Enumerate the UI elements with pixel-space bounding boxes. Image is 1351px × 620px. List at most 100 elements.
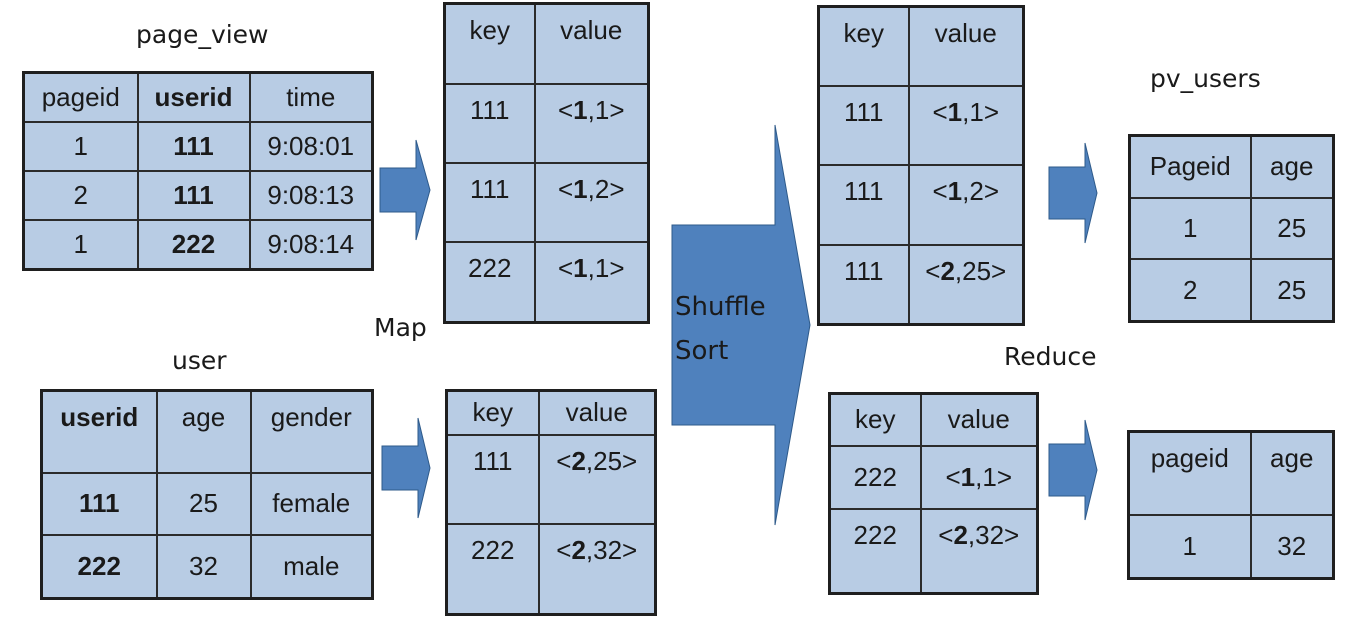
table-cell: male: [249, 534, 374, 600]
value-prefix: <: [557, 173, 574, 204]
value-suffix: ,25>: [954, 255, 1007, 286]
table-row: 1 32: [1127, 513, 1335, 580]
map-output-table-1: key value 111 <1,1> 111 <1,2> 222 <1,1>: [443, 2, 650, 324]
shuffle-output-table-2: key value 222 <1,1> 222 <2,32>: [828, 392, 1039, 595]
table-header-row: userid age gender: [40, 389, 374, 474]
header-cell: value: [907, 5, 1025, 88]
key-cell: 111: [443, 82, 536, 164]
value-tag: 1: [947, 97, 963, 128]
table-cell: female: [249, 471, 374, 537]
value-suffix: ,32>: [967, 520, 1020, 551]
table-cell: 2: [1128, 258, 1252, 323]
value-prefix: <: [945, 461, 961, 492]
header-cell: value: [919, 392, 1039, 447]
value-tag: 2: [953, 520, 968, 551]
user-table: userid age gender 111 25 female 222 32 m…: [40, 389, 374, 600]
value-cell: <1,1>: [533, 241, 650, 324]
value-suffix: ,25>: [585, 445, 638, 476]
header-cell: value: [533, 2, 650, 85]
value-cell: <2,32>: [919, 508, 1039, 595]
value-tag: 1: [573, 94, 588, 125]
key-cell: 222: [828, 444, 922, 511]
table-cell: 32: [155, 534, 252, 600]
table-header-row: key value: [817, 5, 1025, 88]
table-row: 1 222 9:08:14: [22, 218, 374, 271]
table-row: 222 <2,32>: [828, 508, 1039, 595]
table-row: 222 <1,1>: [828, 444, 1039, 511]
pv-users-table-2: pageid age 1 32: [1127, 430, 1335, 580]
value-tag: 2: [571, 445, 586, 476]
value-suffix: ,1>: [587, 253, 625, 284]
table-cell: 9:08:14: [248, 218, 374, 271]
table-header-row: key value: [445, 389, 657, 436]
value-cell: <1,2>: [533, 161, 650, 244]
table-row: 111 <2,25>: [445, 433, 657, 525]
table-cell: 25: [1249, 258, 1335, 323]
value-suffix: ,2>: [962, 176, 1000, 207]
table-cell: 111: [136, 169, 251, 221]
table-cell: 25: [155, 471, 252, 537]
table-row: 222 32 male: [40, 534, 374, 600]
shuffle-sort-arrow-icon: Shuffle Sort: [671, 124, 811, 526]
table-cell: 9:08:13: [248, 169, 374, 221]
value-cell: <1,1>: [533, 82, 650, 164]
table-row: 1 111 9:08:01: [22, 121, 374, 172]
page-view-caption: page_view: [136, 20, 269, 49]
header-cell: userid: [136, 71, 251, 124]
reduce-arrow-icon: [1048, 142, 1098, 244]
value-tag: 1: [960, 461, 976, 492]
value-cell: <1,1>: [907, 85, 1025, 167]
table-row: 222 <1,1>: [443, 241, 650, 324]
shuffle-label: Shuffle: [675, 292, 766, 322]
table-cell: 25: [1249, 196, 1335, 261]
table-cell: 1: [22, 121, 139, 172]
header-cell: value: [537, 389, 657, 436]
header-cell: age: [1249, 430, 1335, 516]
sort-label: Sort: [675, 336, 728, 366]
value-tag: 2: [940, 255, 955, 286]
table-row: 2 25: [1128, 258, 1335, 323]
value-tag: 2: [571, 534, 586, 565]
key-cell: 111: [445, 433, 540, 525]
table-header-row: pageid userid time: [22, 71, 374, 124]
map-arrow-icon: [379, 139, 431, 241]
table-header-row: key value: [443, 2, 650, 85]
header-cell: Pageid: [1128, 134, 1252, 199]
value-suffix: ,2>: [587, 173, 625, 204]
key-cell: 222: [443, 241, 536, 324]
pv-users-table-1: Pageid age 1 25 2 25: [1128, 134, 1335, 323]
value-suffix: ,1>: [975, 461, 1013, 492]
table-row: 111 25 female: [40, 471, 374, 537]
table-row: 2 111 9:08:13: [22, 169, 374, 221]
key-cell: 222: [445, 522, 540, 616]
value-cell: <2,25>: [907, 243, 1025, 326]
table-cell: 1: [1127, 513, 1252, 580]
key-cell: 111: [817, 85, 910, 167]
table-cell: 222: [136, 218, 251, 271]
table-row: 111 <2,25>: [817, 243, 1025, 326]
header-cell: age: [1249, 134, 1335, 199]
header-cell: pageid: [1127, 430, 1252, 516]
value-cell: <2,32>: [537, 522, 657, 616]
table-cell: 32: [1249, 513, 1335, 580]
table-cell: 1: [1128, 196, 1252, 261]
table-header-row: pageid age: [1127, 430, 1335, 516]
table-cell: 111: [136, 121, 251, 172]
header-cell: key: [443, 2, 536, 85]
value-prefix: <: [557, 94, 574, 125]
key-cell: 222: [828, 508, 922, 595]
value-suffix: ,1>: [587, 94, 625, 125]
user-caption: user: [172, 346, 227, 375]
key-cell: 111: [817, 243, 910, 326]
header-cell: userid: [40, 389, 158, 474]
table-row: 111 <1,1>: [443, 82, 650, 164]
value-tag: 1: [947, 176, 963, 207]
value-prefix: <: [557, 253, 574, 284]
header-cell: age: [155, 389, 252, 474]
key-cell: 111: [817, 164, 910, 246]
pv-users-caption: pv_users: [1150, 64, 1261, 93]
table-cell: 222: [40, 534, 158, 600]
value-suffix: ,1>: [962, 97, 1000, 128]
header-cell: key: [817, 5, 910, 88]
table-header-row: key value: [828, 392, 1039, 447]
